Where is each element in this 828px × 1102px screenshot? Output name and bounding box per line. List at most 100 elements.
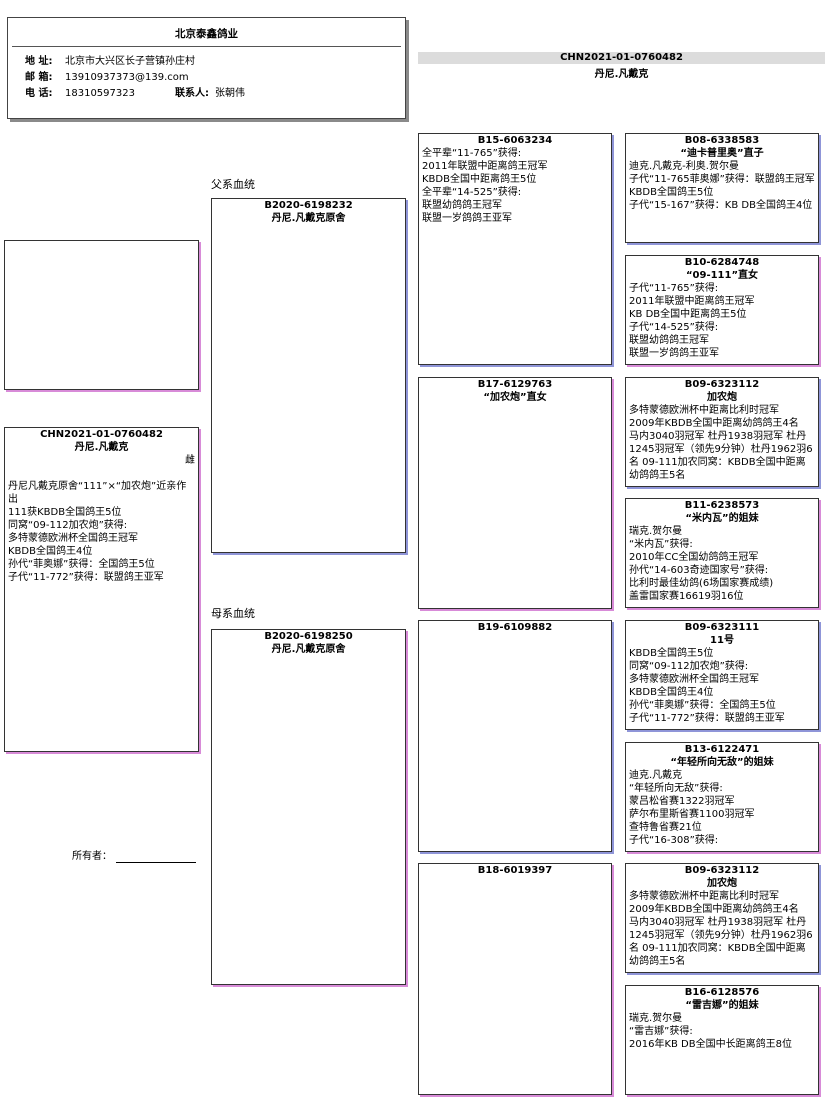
bird-ring: B11-6238573 xyxy=(684,500,760,511)
breeder-name: 北京泰鑫鸽业 xyxy=(175,28,238,40)
phone-value: 18310597323 xyxy=(65,88,135,99)
great-grandparent-box: B16-6128576 “雷吉娜”的姐妹 瑞克.贺尔曼 “雷吉娜”获得: 201… xyxy=(625,985,819,1095)
bird-note: KBDB全国中距离鸽王5位 xyxy=(422,174,537,185)
bird-note: 联盟一岁鸽鸽王亚军 xyxy=(629,348,719,359)
bird-note: 2009年KBDB全国中距离幼鸽鸽王4名 xyxy=(629,904,799,915)
granddam-sire-box: B17-6129763 “加农炮”直女 xyxy=(418,377,612,609)
contact-label: 联系人: xyxy=(175,88,209,99)
phone-label: 电 话: xyxy=(25,88,53,99)
subject-note: 丹尼凡戴克原舍“111”×“加农炮”近亲作出 xyxy=(8,481,187,505)
bird-note: 2011年联盟中距离鸽王冠军 xyxy=(422,161,548,172)
bird-note: 2009年KBDB全国中距离幼鸽鸽王4名 xyxy=(629,418,799,429)
address-label: 地 址: xyxy=(25,56,53,67)
bird-note: 多特蒙德欧洲杯中距离比利时冠军 xyxy=(629,405,779,416)
subject-name: 丹尼.凡戴克 xyxy=(74,442,129,453)
subject-ring: CHN2021-01-0760482 xyxy=(40,429,163,440)
bird-name: “加农炮”直女 xyxy=(483,392,547,403)
bird-ring: B15-6063234 xyxy=(477,135,553,146)
great-grandparent-box: B11-6238573 “米内瓦”的姐妹 瑞克.贺尔曼 “米内瓦”获得: 201… xyxy=(625,498,819,608)
bird-note: “米内瓦”获得: xyxy=(629,539,693,550)
subject-note: KBDB全国鸽王4位 xyxy=(8,546,93,557)
bird-ring: B09-6323112 xyxy=(684,379,760,390)
bird-name: “雷吉娜”的姐妹 xyxy=(685,1000,759,1011)
bird-note: 全平辈“11-765”获得: xyxy=(422,148,522,159)
bird-note: 蒙吕松省赛1322羽冠军 xyxy=(629,796,735,807)
bird-note: 子代“11-765菲奥娜”获得：联盟鸽王冠军 xyxy=(629,174,815,185)
bird-ring: B13-6122471 xyxy=(684,744,760,755)
bird-note: 联盟幼鸽鸽王冠军 xyxy=(422,200,502,211)
bird-note: 比利时最佳幼鸽(6场国家赛成绩) xyxy=(629,578,774,589)
bird-note: 瑞克.贺尔曼 xyxy=(629,526,683,537)
subject-note: 子代“11-772”获得：联盟鸽王亚军 xyxy=(8,572,164,583)
owner-label: 所有者： xyxy=(72,851,112,862)
bird-note: 孙代“14-603奇迹国家号”获得: xyxy=(629,565,769,576)
bird-note: 子代“11-772”获得：联盟鸽王亚军 xyxy=(629,713,785,724)
bird-note: 孙代“菲奥娜”获得：全国鸽王5位 xyxy=(629,700,776,711)
bird-note: 迪克.凡戴克 xyxy=(629,770,683,781)
dam-ring: B2020-6198250 xyxy=(264,631,353,642)
bird-note: “雷吉娜”获得: xyxy=(629,1026,693,1037)
grandsire-dam-box: B19-6109882 xyxy=(418,620,612,852)
bird-note: 盖雷国家赛16619羽16位 xyxy=(629,591,744,602)
bird-ring: B10-6284748 xyxy=(684,257,760,268)
breeder-info-box: 北京泰鑫鸽业 地 址: 北京市大兴区长子营镇孙庄村 邮 箱: 13910937373… xyxy=(7,17,406,119)
bird-name: “09-111”直女 xyxy=(685,270,759,281)
bird-note: KBDB全国鸽王5位 xyxy=(629,648,714,659)
bird-note: 多特蒙德欧洲杯中距离比利时冠军 xyxy=(629,891,779,902)
divider xyxy=(12,46,401,47)
bird-note: 马内3040羽冠军 杜丹1938羽冠军 杜丹1245羽冠军（领先9分钟）杜丹19… xyxy=(629,917,813,967)
bird-note: 子代“16-308”获得: xyxy=(629,835,719,846)
dam-name: 丹尼.凡戴克原舍 xyxy=(271,644,346,655)
bird-ring: B09-6323111 xyxy=(684,622,760,633)
bird-name: “迪卡普里奥”直子 xyxy=(680,148,764,159)
bird-note: 子代“11-765”获得: xyxy=(629,283,719,294)
bird-name: 加农炮 xyxy=(707,878,737,889)
bird-note: 联盟一岁鸽鸽王亚军 xyxy=(422,213,512,224)
bird-name: 11号 xyxy=(710,635,734,646)
great-grandparent-box: B13-6122471 “年轻所向无敌”的姐妹 迪克.凡戴克 “年轻所向无敌”获… xyxy=(625,742,819,852)
bird-note: 2010年CC全国幼鸽鸽王冠军 xyxy=(629,552,759,563)
bird-note: 2011年联盟中距离鸽王冠军 xyxy=(629,296,755,307)
bird-note: KB DB全国中距离鸽王5位 xyxy=(629,309,747,320)
bird-note: “年轻所向无敌”获得: xyxy=(629,783,723,794)
bird-note: 萨尔布里斯省赛1100羽冠军 xyxy=(629,809,755,820)
great-grandparent-box: B08-6338583 “迪卡普里奥”直子 迪克.凡戴克-利奥.贺尔曼 子代“1… xyxy=(625,133,819,243)
bird-note: 同窝“09-112加农炮”获得: xyxy=(629,661,749,672)
great-grandparent-box: B09-6323111 11号 KBDB全国鸽王5位 同窝“09-112加农炮”… xyxy=(625,620,819,730)
bird-note: 全平辈“14-525”获得: xyxy=(422,187,522,198)
pedigree-bird-name: 丹尼.凡戴克 xyxy=(594,69,649,80)
sire-box: B2020-6198232 丹尼.凡戴克原舍 xyxy=(211,198,406,553)
email-label: 邮 箱: xyxy=(25,72,53,83)
bird-note: 查特鲁省赛21位 xyxy=(629,822,702,833)
great-grandparent-box: B10-6284748 “09-111”直女 子代“11-765”获得: 201… xyxy=(625,255,819,365)
subject-sex: 雌 xyxy=(185,455,195,466)
owner-signature-line xyxy=(116,851,196,863)
bird-note: 瑞克.贺尔曼 xyxy=(629,1013,683,1024)
breeder-contact-info: 地 址: 北京市大兴区长子营镇孙庄村 邮 箱: 13910937373@139.co… xyxy=(25,54,245,102)
bird-photo-placeholder xyxy=(4,240,199,390)
dam-box: B2020-6198250 丹尼.凡戴克原舍 xyxy=(211,629,406,985)
bird-note: KBDB全国鸽王4位 xyxy=(629,687,714,698)
bird-ring: B17-6129763 xyxy=(477,379,553,390)
address-value: 北京市大兴区长子营镇孙庄村 xyxy=(65,56,195,67)
email-value: 13910937373@139.com xyxy=(65,72,189,83)
bird-name: “年轻所向无敌”的姐妹 xyxy=(670,757,774,768)
subject-note: 同窝“09-112加农炮”获得: xyxy=(8,520,128,531)
subject-note: 孙代“菲奥娜”获得：全国鸽王5位 xyxy=(8,559,155,570)
granddam-dam-box: B18-6019397 xyxy=(418,863,612,1095)
sire-name: 丹尼.凡戴克原舍 xyxy=(271,213,346,224)
bird-note: 迪克.凡戴克-利奥.贺尔曼 xyxy=(629,161,739,172)
bird-ring: B08-6338583 xyxy=(684,135,760,146)
dam-line-label: 母系血统 xyxy=(211,607,255,620)
pedigree-ring-number: CHN2021-01-0760482 xyxy=(418,52,825,64)
great-grandparent-box: B09-6323112 加农炮 多特蒙德欧洲杯中距离比利时冠军 2009年KBD… xyxy=(625,863,819,973)
bird-note: 多特蒙德欧洲杯全国鸽王冠军 xyxy=(629,674,759,685)
contact-value: 张朝伟 xyxy=(215,88,245,99)
bird-ring: B18-6019397 xyxy=(477,865,553,876)
bird-note: 子代“15-167”获得：KB DB全国鸽王4位 xyxy=(629,200,813,211)
bird-ring: B09-6323112 xyxy=(684,865,760,876)
subject-note: 多特蒙德欧洲杯全国鸽王冠军 xyxy=(8,533,138,544)
bird-note: 2016年KB DB全国中长距离鸽王8位 xyxy=(629,1039,792,1050)
bird-name: 加农炮 xyxy=(707,392,737,403)
sire-line-label: 父系血统 xyxy=(211,178,255,191)
